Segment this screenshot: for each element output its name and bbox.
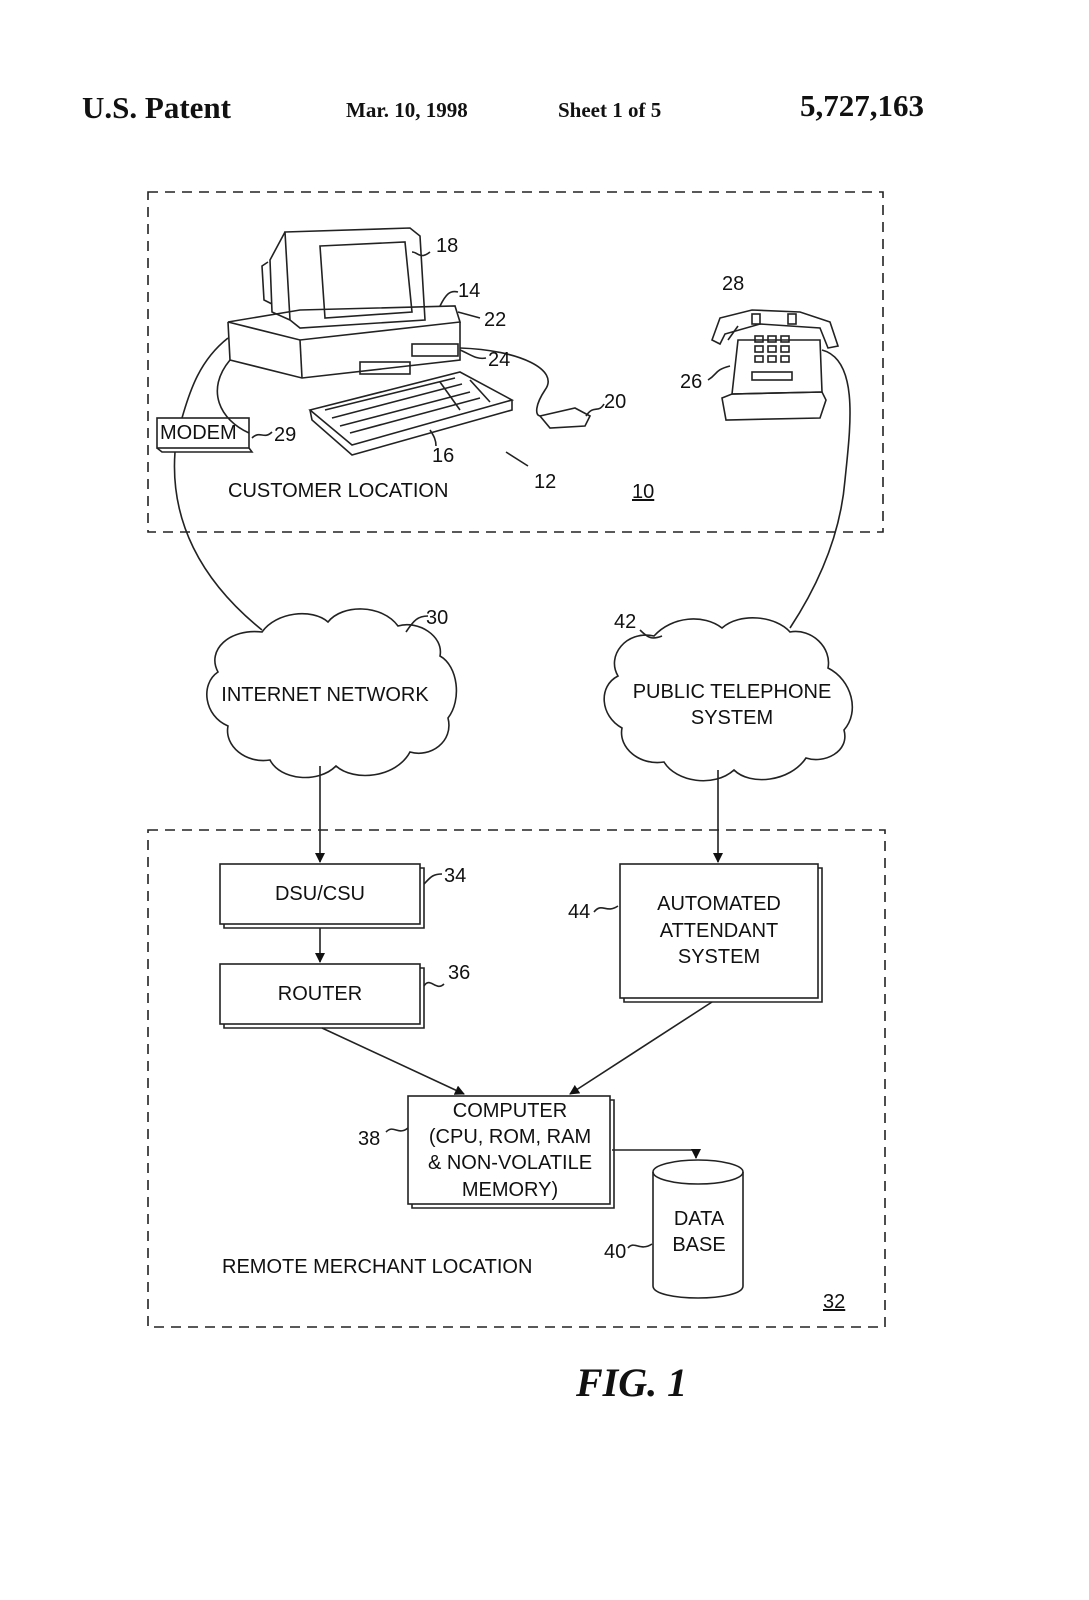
computer-workstation-icon	[156, 227, 592, 631]
automated-attendant-box	[619, 863, 819, 999]
internet-network-label: INTERNET NETWORK	[221, 684, 429, 706]
ref-29: 29	[274, 424, 296, 446]
customer-location-label: CUSTOMER LOCATION	[228, 480, 448, 502]
ref-22: 22	[484, 309, 506, 331]
router-box	[219, 963, 421, 1025]
computer-label-3: & NON-VOLATILE	[428, 1152, 592, 1174]
public-telephone-cloud	[603, 617, 853, 782]
figure-label: FIG. 1	[575, 1360, 687, 1405]
patent-number: 5,727,163	[800, 88, 924, 123]
ref-12: 12	[534, 471, 556, 493]
sheet-number: Sheet 1 of 5	[558, 98, 662, 122]
ref-14: 14	[458, 280, 480, 302]
computer-label-1: COMPUTER	[453, 1100, 567, 1122]
telephone-system-label-2: SYSTEM	[691, 707, 773, 729]
database-cylinder	[652, 1159, 744, 1299]
ref-30: 30	[426, 607, 448, 629]
ref-40: 40	[604, 1241, 626, 1263]
dsu-csu-box	[219, 863, 421, 925]
telephone-icon	[711, 309, 851, 629]
ref-24: 24	[488, 349, 510, 371]
computer-label-2: (CPU, ROM, RAM	[429, 1126, 591, 1148]
ref-32: 32	[823, 1291, 845, 1313]
ref-18: 18	[436, 235, 458, 257]
ref-20: 20	[604, 391, 626, 413]
computer-box	[407, 1095, 611, 1205]
ref-36: 36	[448, 962, 470, 984]
modem-label: MODEM	[160, 422, 237, 444]
attendant-label-2: ATTENDANT	[660, 920, 779, 942]
merchant-location-boundary	[147, 829, 886, 1328]
internet-network-cloud	[206, 608, 458, 779]
patent-header-title: U.S. Patent	[82, 90, 231, 125]
merchant-location-label: REMOTE MERCHANT LOCATION	[222, 1256, 532, 1278]
ref-34: 34	[444, 865, 466, 887]
ref-42: 42	[614, 611, 636, 633]
telephone-system-label-1: PUBLIC TELEPHONE	[633, 681, 832, 703]
computer-label-4: MEMORY)	[462, 1179, 558, 1201]
attendant-label-1: AUTOMATED	[657, 893, 781, 915]
router-label: ROUTER	[278, 983, 362, 1005]
attendant-label-3: SYSTEM	[678, 946, 760, 968]
ref-38: 38	[358, 1128, 380, 1150]
database-label-1: DATA	[674, 1208, 725, 1230]
ref-44: 44	[568, 901, 590, 923]
ref-28: 28	[722, 273, 744, 295]
database-label-2: BASE	[672, 1234, 725, 1256]
ref-26: 26	[680, 371, 702, 393]
ref-16: 16	[432, 445, 454, 467]
customer-location-boundary	[147, 191, 884, 533]
ref-10: 10	[632, 481, 654, 503]
patent-date: Mar. 10, 1998	[346, 98, 468, 122]
dsu-csu-label: DSU/CSU	[275, 883, 365, 905]
